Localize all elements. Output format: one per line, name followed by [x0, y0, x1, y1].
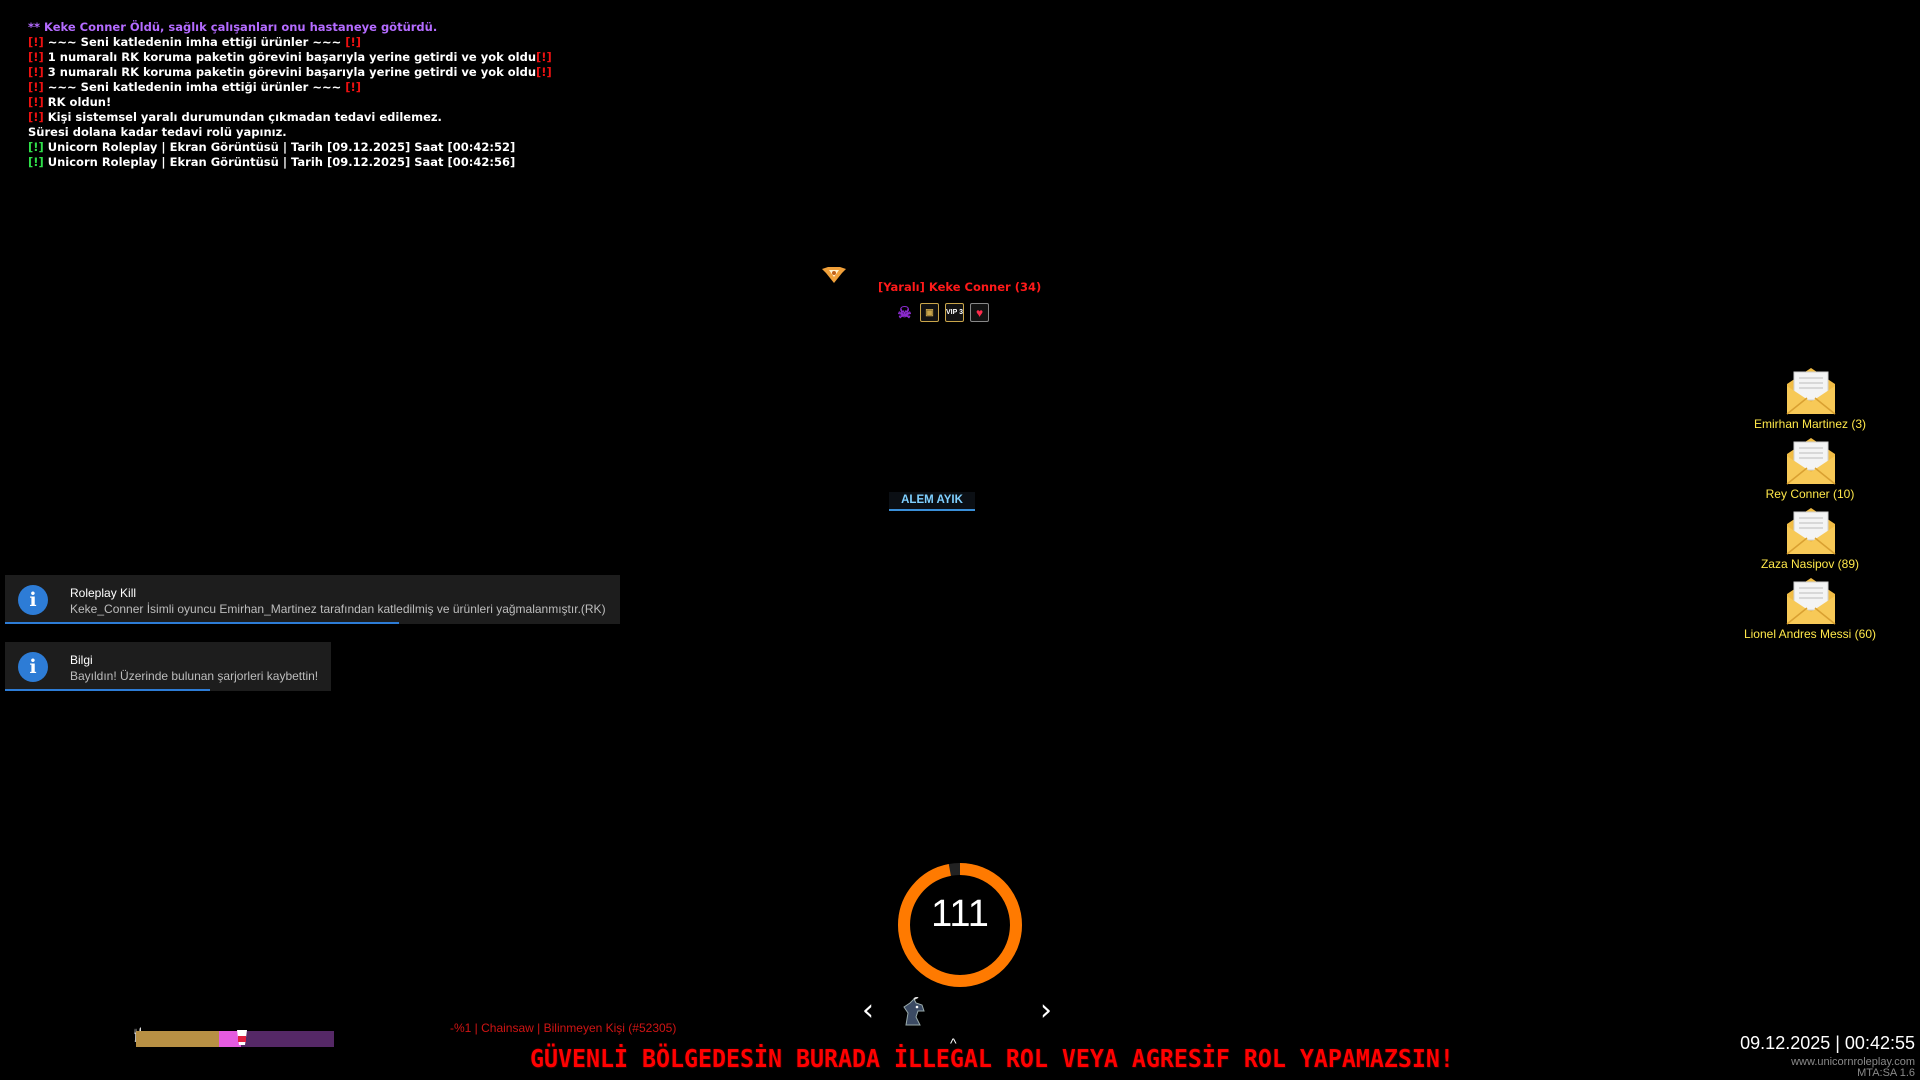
unicorn-icon [903, 997, 925, 1026]
ammo-ring [898, 863, 1022, 987]
version-label: MTA:SA 1.6 [1857, 1067, 1915, 1079]
safe-zone-warning: GÜVENLİ BÖLGEDESİN BURADA İLLEGAL ROL VE… [530, 1044, 1454, 1073]
ammo-count: 111 [931, 893, 989, 935]
notification-progress [5, 689, 211, 691]
mail-item[interactable]: Zaza Nasipov (89) [1730, 506, 1890, 576]
chat-line: ** Keke Conner Öldü, sağlık çalışanları … [28, 20, 438, 34]
envelope-icon [1786, 578, 1836, 625]
shield-icon [822, 267, 846, 283]
next-weapon-button[interactable]: › [1040, 993, 1052, 1028]
mail-sender: Lionel Andres Messi (60) [1743, 627, 1877, 641]
notification-progress [5, 622, 399, 624]
caret-up-icon: ^ [950, 1035, 957, 1051]
hunger-thirst-bar [136, 1031, 334, 1047]
date-time: 09.12.2025 | 00:42:55 [1740, 1033, 1915, 1053]
vip-badge: VIP 3 [945, 303, 964, 322]
notification-bilgi: i Bilgi Bayıldın! Üzerinde bulunan şarjo… [5, 642, 331, 691]
mail-sender: Zaza Nasipov (89) [1760, 557, 1860, 571]
envelope-icon [1786, 438, 1836, 485]
notification-message: Keke_Conner İsimli oyuncu Emirhan_Martin… [70, 602, 606, 616]
zone-label: ALEM AYIK [889, 492, 975, 511]
site-url: www.unicornroleplay.com [1791, 1056, 1915, 1068]
mail-sender: Rey Conner (10) [1765, 487, 1855, 501]
heart-icon: ♥ [970, 303, 989, 322]
envelope-icon [1786, 368, 1836, 415]
hunger-fill [136, 1031, 220, 1047]
notification-roleplay-kill: i Roleplay Kill Keke_Conner İsimli oyunc… [5, 575, 620, 624]
mail-list: Emirhan Martinez (3) Rey Conner (10) Zaz… [1730, 366, 1890, 646]
cup-icon [237, 1030, 247, 1045]
notification-message: Bayıldın! Üzerinde bulunan şarjorleri ka… [70, 669, 319, 683]
prev-weapon-button[interactable]: ‹ [862, 993, 874, 1028]
mail-item[interactable]: Rey Conner (10) [1730, 436, 1890, 506]
chat-line: [!] Kişi sistemsel yaralı durumundan çık… [28, 110, 442, 124]
info-icon: i [18, 585, 48, 615]
chat-line: [!] ~~~ Seni katledenin imha ettiği ürün… [28, 80, 362, 94]
notification-title: Bilgi [70, 653, 93, 667]
mail-item[interactable]: Emirhan Martinez (3) [1730, 366, 1890, 436]
chat-log: ** Keke Conner Öldü, sağlık çalışanları … [28, 20, 552, 170]
chat-line: Süresi dolana kadar tedavi rolü yapınız. [28, 125, 287, 139]
skull-icon: ☠ [897, 304, 912, 322]
chat-line: [!] ~~~ Seni katledenin imha ettiği ürün… [28, 35, 362, 49]
info-icon: i [18, 652, 48, 682]
player-nametag: [Yaralı] Keke Conner (34) [878, 280, 1042, 294]
player-badges: ☠ ▣ VIP 3 ♥ [895, 303, 989, 322]
envelope-icon [1786, 508, 1836, 555]
thirst-fill [219, 1031, 241, 1047]
chat-line: [!] 3 numaralı RK koruma paketin görevin… [28, 65, 552, 79]
mail-sender: Emirhan Martinez (3) [1753, 417, 1867, 431]
chat-line: [!] Unicorn Roleplay | Ekran Görüntüsü |… [28, 140, 516, 154]
chat-line: [!] RK oldun! [28, 95, 112, 109]
chat-line: [!] 1 numaralı RK koruma paketin görevin… [28, 50, 552, 64]
damage-log: -%1 | Chainsaw | Bilinmeyen Kişi (#52305… [450, 1021, 677, 1035]
mail-item[interactable]: Lionel Andres Messi (60) [1730, 576, 1890, 646]
notification-title: Roleplay Kill [70, 586, 137, 600]
id-card-icon: ▣ [920, 303, 939, 322]
chat-line: [!] Unicorn Roleplay | Ekran Görüntüsü |… [28, 155, 516, 169]
